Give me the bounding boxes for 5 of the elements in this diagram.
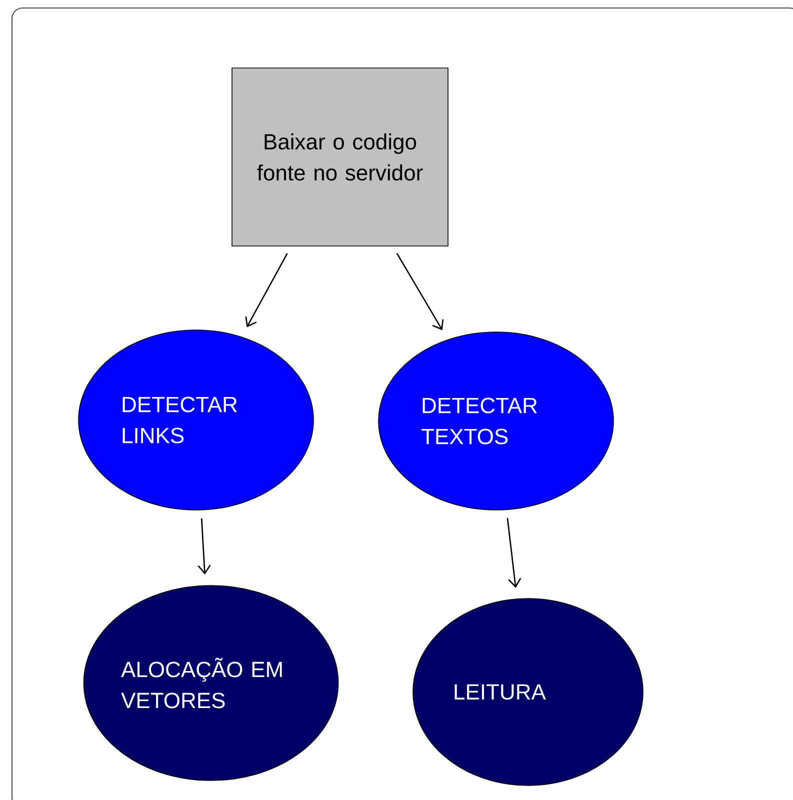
arrow bbox=[245, 253, 288, 328]
arrow bbox=[198, 518, 211, 575]
arrow bbox=[506, 518, 522, 588]
process-box: Baixar o codigo fonte no servidor bbox=[232, 68, 448, 246]
arrow bbox=[396, 252, 444, 330]
